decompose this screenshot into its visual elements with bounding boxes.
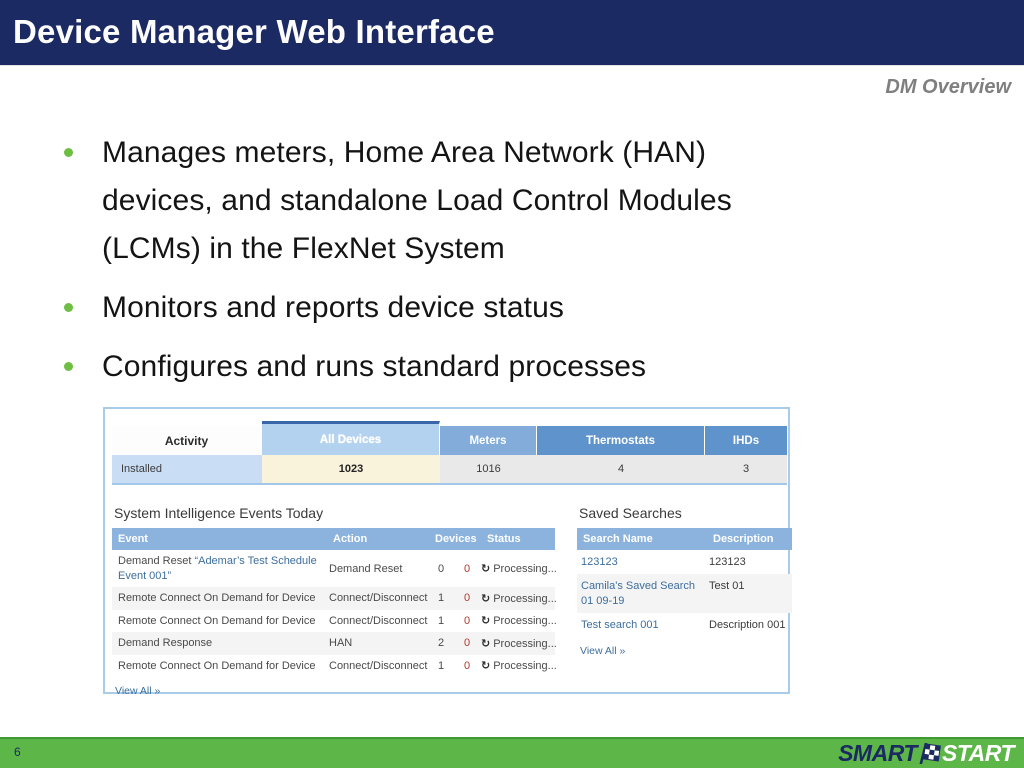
event-text: Demand Response: [118, 637, 213, 650]
event-status: Processing...: [493, 615, 557, 628]
table-row: 123123 123123: [577, 550, 792, 574]
events-panel: System Intelligence Events Today Event A…: [112, 503, 557, 698]
events-panel-title: System Intelligence Events Today: [114, 505, 324, 521]
smartstart-logo: SMART START: [838, 740, 1014, 767]
tab-thermostats[interactable]: Thermostats: [537, 426, 705, 455]
page-number: 6: [14, 745, 21, 759]
installed-row-label: Installed: [112, 455, 262, 483]
bullet-text: Manages meters, Home Area Network (HAN) …: [102, 136, 732, 265]
event-failed-count: 0: [463, 637, 471, 650]
section-label: DM Overview: [885, 76, 1011, 98]
dashboard-panels: System Intelligence Events Today Event A…: [112, 503, 792, 698]
refresh-icon: ↻: [481, 614, 491, 628]
saved-search-description: 123123: [709, 556, 746, 568]
event-action: HAN: [329, 637, 353, 650]
tab-all-devices[interactable]: All Devices: [262, 421, 440, 455]
refresh-icon: ↻: [481, 591, 491, 605]
event-devices-count: 1: [437, 592, 445, 605]
bullet-text: Monitors and reports device status: [102, 291, 564, 324]
tab-ihds[interactable]: IHDs: [705, 426, 787, 455]
event-text: Demand Reset: [118, 555, 195, 567]
event-action: Demand Reset: [329, 562, 403, 575]
table-row: Demand Response HAN 2 0 ↻Processing...: [112, 632, 557, 655]
event-action: Connect/Disconnect: [329, 592, 428, 605]
logo-text-smart: SMART: [838, 740, 917, 766]
event-link[interactable]: “Ademar’s Test Schedule Event 001”: [118, 555, 317, 582]
event-devices-count: 2: [437, 637, 445, 650]
saved-search-link[interactable]: 123123: [581, 556, 618, 568]
event-devices-count: 0: [437, 562, 445, 575]
event-devices-count: 1: [437, 614, 445, 627]
table-row: Camila's Saved Search 01 09-19 Test 01: [577, 574, 792, 613]
bullet-item: Monitors and reports device status: [62, 284, 902, 332]
title-bar: Device Manager Web Interface: [0, 0, 1024, 66]
events-table-header: Event Action Devices Status: [112, 528, 555, 550]
logo-text-start: START: [941, 740, 1015, 766]
tab-meters[interactable]: Meters: [440, 426, 537, 455]
table-row: Remote Connect On Demand for Device Conn…: [112, 610, 557, 633]
col-header-search-name: Search Name: [583, 533, 653, 545]
device-tabs: Activity All Devices Meters Thermostats …: [112, 420, 788, 455]
col-header-devices: Devices: [435, 533, 477, 545]
saved-search-description: Description 001: [709, 618, 786, 631]
col-header-description: Description: [713, 533, 774, 545]
event-failed-count: 0: [463, 659, 471, 672]
event-text: Remote Connect On Demand for Device: [118, 614, 316, 627]
count-ihds: 3: [742, 463, 750, 475]
tab-activity[interactable]: Activity: [112, 426, 262, 455]
count-thermostats: 4: [617, 463, 625, 475]
event-status: Processing...: [493, 660, 557, 673]
page-title: Device Manager Web Interface: [13, 13, 495, 50]
bullet-text: Configures and runs standard processes: [102, 350, 647, 383]
footer-bar: 6 SMART START: [0, 737, 1024, 768]
col-header-action: Action: [333, 533, 368, 545]
event-text: Remote Connect On Demand for Device: [118, 592, 316, 605]
bullet-icon: [64, 148, 73, 157]
saved-searches-table-header: Search Name Description: [577, 528, 792, 550]
bullet-icon: [64, 303, 73, 312]
table-row: Demand Reset “Ademar’s Test Schedule Eve…: [112, 550, 557, 587]
saved-searches-panel: Saved Searches Search Name Description 1…: [577, 503, 792, 697]
table-row: Remote Connect On Demand for Device Conn…: [112, 587, 557, 610]
refresh-icon: ↻: [481, 562, 491, 576]
col-header-event: Event: [118, 533, 148, 545]
col-header-status: Status: [487, 533, 521, 545]
event-action: Connect/Disconnect: [329, 614, 428, 627]
refresh-icon: ↻: [481, 659, 491, 673]
checkered-flag-icon: [919, 742, 941, 764]
event-failed-count: 0: [463, 614, 471, 627]
event-action: Connect/Disconnect: [329, 659, 428, 672]
table-row: Remote Connect On Demand for Device Conn…: [112, 655, 557, 678]
event-status: Processing...: [493, 637, 557, 650]
bullet-item: Configures and runs standard processes: [62, 343, 902, 391]
events-view-all-link[interactable]: View All »: [115, 685, 161, 698]
event-text: Remote Connect On Demand for Device: [118, 659, 316, 672]
count-group: 1016 4 3: [440, 455, 787, 483]
saved-search-link[interactable]: Test search 001: [581, 618, 659, 631]
event-failed-count: 0: [463, 592, 471, 605]
event-status: Processing...: [493, 592, 557, 605]
count-meters: 1016: [476, 463, 501, 475]
event-devices-count: 1: [437, 659, 445, 672]
saved-searches-view-all-link[interactable]: View All »: [580, 645, 626, 658]
bullet-icon: [64, 362, 73, 371]
bullet-item: Manages meters, Home Area Network (HAN) …: [62, 129, 902, 273]
saved-search-description: Test 01: [709, 580, 745, 593]
refresh-icon: ↻: [481, 636, 491, 650]
event-failed-count: 0: [463, 562, 471, 575]
saved-search-link[interactable]: Camila's Saved Search 01 09-19: [581, 580, 695, 607]
table-row: Test search 001 Description 001: [577, 613, 792, 637]
saved-searches-title: Saved Searches: [579, 505, 682, 521]
device-manager-screenshot: Activity All Devices Meters Thermostats …: [103, 407, 792, 698]
count-all-devices: 1023: [262, 455, 440, 483]
installed-counts-row: Installed 1023 1016 4 3: [112, 455, 787, 485]
bullet-list: Manages meters, Home Area Network (HAN) …: [62, 129, 902, 402]
event-status: Processing...: [493, 563, 557, 576]
